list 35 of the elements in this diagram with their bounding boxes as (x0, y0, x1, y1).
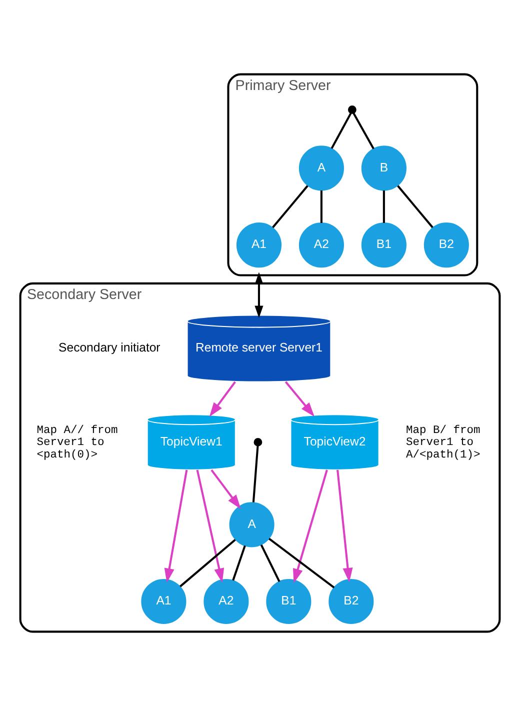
label: Secondary initiator (58, 340, 160, 354)
connector (320, 190, 322, 222)
node-circle: B2 (424, 222, 469, 268)
connector (252, 445, 259, 502)
arrow (336, 469, 353, 582)
connector (260, 544, 280, 582)
connector (352, 112, 374, 149)
node-circle (348, 105, 356, 114)
arrow (292, 469, 328, 583)
node-circle: A (229, 502, 274, 547)
node-circle: A2 (298, 222, 344, 268)
node-label: Map B/ from Server1 to A/<path(1)> (406, 424, 480, 461)
node-circle: B (361, 145, 406, 190)
node-circle: A1 (236, 222, 282, 268)
node-circle: A1 (141, 578, 186, 624)
node-circle: B2 (328, 578, 374, 624)
arrow (284, 380, 315, 416)
connector (382, 190, 385, 222)
connector (232, 544, 246, 580)
arrow (164, 469, 188, 582)
connector (180, 538, 236, 587)
arrow (210, 468, 241, 509)
connector (272, 184, 308, 228)
connector (268, 537, 335, 588)
node-label: Map A// from Server1 to <path(0)> (36, 424, 118, 461)
node-circle: A2 (204, 578, 249, 624)
node-circle: B1 (361, 222, 406, 268)
connector (397, 184, 434, 228)
connector (330, 112, 352, 148)
arrow (196, 469, 224, 582)
node-circle: A (298, 145, 344, 190)
arrow (254, 272, 264, 318)
node-circle (254, 438, 262, 446)
arrow (209, 380, 236, 416)
node-circle: B1 (266, 578, 312, 624)
